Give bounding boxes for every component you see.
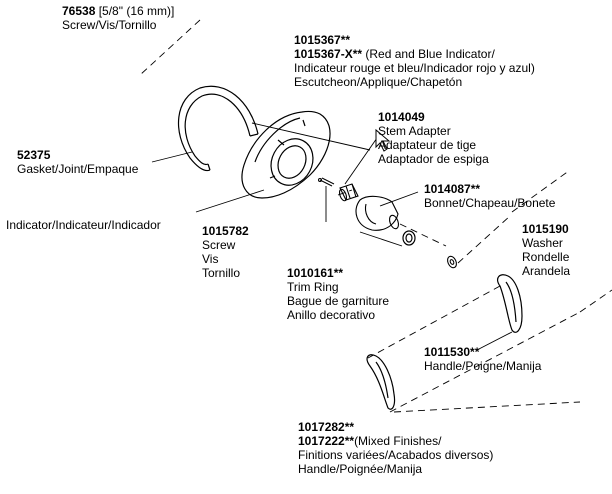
label-indicator: Indicator/Indicateur/Indicador xyxy=(6,218,161,232)
escutcheon-part xyxy=(241,110,331,199)
part-desc-indicator: Indicator/Indicateur/Indicador xyxy=(6,218,161,232)
part-desc-washer-fr: Rondelle xyxy=(522,250,570,264)
part-desc-screw-small-fr: Vis xyxy=(202,252,219,266)
bonnet-part xyxy=(355,195,400,231)
part-desc-trim-ring-es: Anillo decorativo xyxy=(287,308,376,322)
screw-small-part xyxy=(318,177,335,187)
leader-lines xyxy=(151,122,513,351)
stem-adapter-part xyxy=(338,183,359,202)
label-bonnet: 1014087** Bonnet/Chapeau/Bonete xyxy=(424,182,555,210)
part-desc-trim-ring-fr: Bague de garniture xyxy=(287,294,390,308)
washer-part xyxy=(447,255,457,269)
part-number-gasket: 52375 xyxy=(17,148,51,162)
label-screw-top: 76538 [5/8" (16 mm)] Screw/Vis/Tornillo xyxy=(62,4,174,32)
part-number-handle-2-alt: 1017222** xyxy=(298,434,355,448)
part-number-trim-ring: 1010161** xyxy=(287,266,344,280)
label-gasket: 52375 Gasket/Joint/Empaque xyxy=(17,148,138,176)
part-desc-stem-adapter-es: Adaptador de espiga xyxy=(378,152,489,166)
label-escutcheon: 1015367** 1015367-X** (Red and Blue Indi… xyxy=(294,33,535,89)
part-note-handle-2-2: Finitions variées/Acabados diversos) xyxy=(298,448,494,462)
part-desc-handle-1: Handle/Poigne/Manija xyxy=(424,359,542,373)
part-desc-stem-adapter-fr: Adaptateur de tige xyxy=(378,138,477,152)
part-number-handle-2: 1017282** xyxy=(298,420,355,434)
part-number-screw-top: 76538 xyxy=(62,4,96,18)
part-number-handle-1: 1011530** xyxy=(424,345,480,359)
trim-ring-part xyxy=(402,230,416,246)
pointer-cursor-icon xyxy=(375,128,391,152)
label-screw-small: 1015782 Screw Vis Tornillo xyxy=(202,224,249,280)
part-size-screw-top: [5/8" (16 mm)] xyxy=(95,4,175,18)
part-note-escutcheon: (Red and Blue Indicator/ xyxy=(362,47,495,61)
part-desc-escutcheon: Escutcheon/Applique/Chapetón xyxy=(294,75,463,89)
part-desc-screw-small-es: Tornillo xyxy=(202,266,241,280)
part-note-escutcheon-2: Indicateur rouge et bleu/Indicador rojo … xyxy=(294,61,535,75)
part-number-escutcheon-alt: 1015367-X** xyxy=(294,47,363,61)
part-desc-gasket: Gasket/Joint/Empaque xyxy=(17,162,139,176)
part-desc-washer-es: Arandela xyxy=(522,264,571,278)
label-washer: 1015190 Washer Rondelle Arandela xyxy=(522,222,570,278)
assembly-axis-lines xyxy=(139,19,612,413)
part-number-bonnet: 1014087** xyxy=(424,182,481,196)
part-desc-washer-en: Washer xyxy=(522,236,563,250)
handle-2-part xyxy=(366,354,396,410)
part-desc-handle-2: Handle/Poignée/Manija xyxy=(298,462,423,476)
part-number-escutcheon: 1015367** xyxy=(294,33,351,47)
label-handle-2: 1017282** 1017222**(Mixed Finishes/ Fini… xyxy=(298,420,493,476)
label-stem-adapter: 1014049 Stem Adapter Adaptateur de tige … xyxy=(378,110,489,166)
label-handle-1: 1011530** Handle/Poigne/Manija xyxy=(424,345,541,373)
part-desc-trim-ring-en: Trim Ring xyxy=(287,280,339,294)
label-trim-ring: 1010161** Trim Ring Bague de garniture A… xyxy=(287,266,389,322)
gasket-part xyxy=(177,85,259,172)
part-desc-bonnet: Bonnet/Chapeau/Bonete xyxy=(424,196,556,210)
part-desc-stem-adapter-en: Stem Adapter xyxy=(378,124,451,138)
part-desc-screw-top: Screw/Vis/Tornillo xyxy=(62,18,157,32)
part-desc-screw-small-en: Screw xyxy=(202,238,236,252)
handle-1-part xyxy=(496,274,523,333)
part-number-screw-small: 1015782 xyxy=(202,224,249,238)
part-note-handle-2: (Mixed Finishes/ xyxy=(354,434,442,448)
part-number-stem-adapter: 1014049 xyxy=(378,110,425,124)
part-number-washer: 1015190 xyxy=(522,222,569,236)
